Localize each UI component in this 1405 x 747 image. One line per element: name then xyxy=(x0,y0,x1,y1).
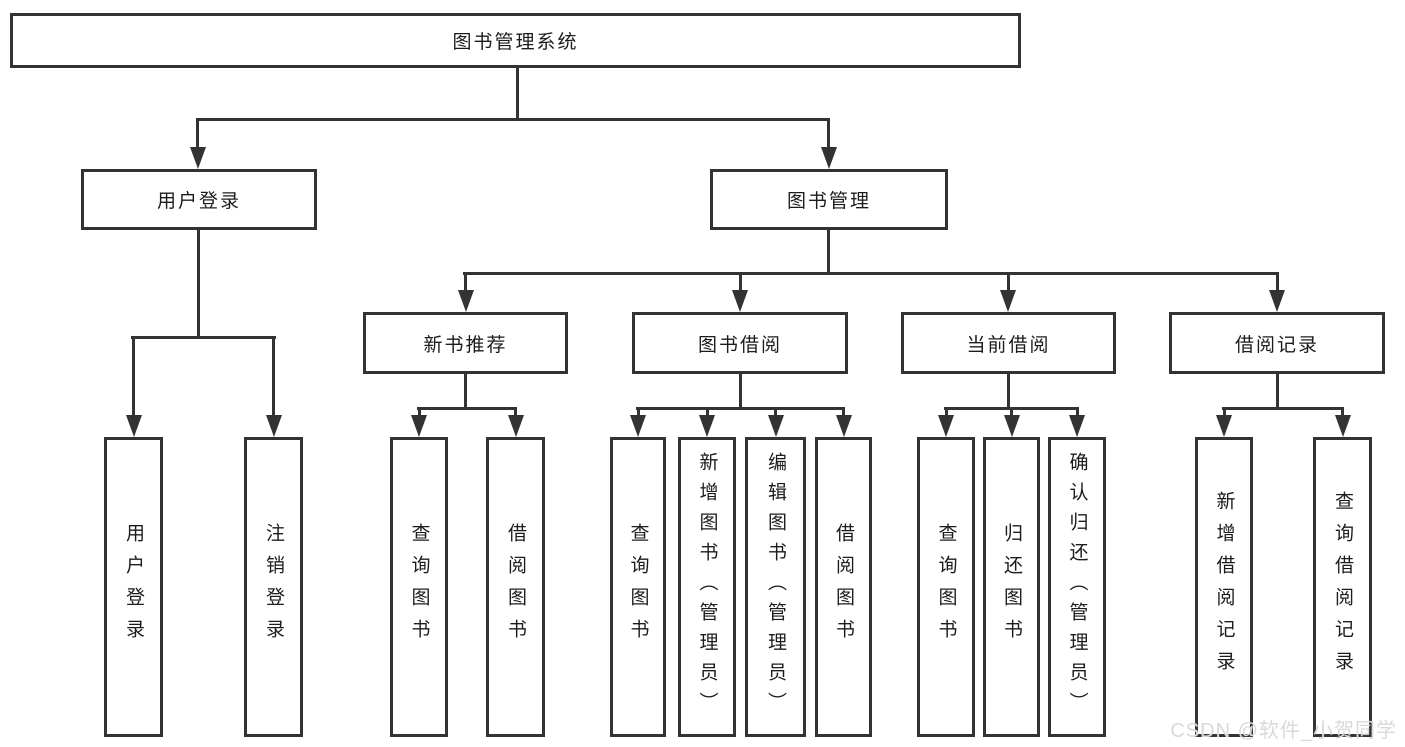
connector-br-stem xyxy=(1276,374,1279,407)
arrowhead-down xyxy=(938,415,954,437)
leaf-label: 编辑图书（管理员） xyxy=(765,452,786,722)
leaf-label: 借阅图书 xyxy=(833,523,854,651)
connector-book-mgmt-stem xyxy=(827,230,830,272)
connector-leaf-drop xyxy=(1223,407,1226,417)
leaf-label: 新增图书（管理员） xyxy=(696,452,718,722)
node-current-borrowing: 当前借阅 xyxy=(901,312,1116,374)
leaf-query-books-bb: 查询图书 xyxy=(610,437,666,737)
connector-drop xyxy=(1007,272,1010,292)
node-new-book-recommendation: 新书推荐 xyxy=(363,312,568,374)
arrowhead-down xyxy=(1269,290,1285,312)
arrowhead-down xyxy=(508,415,524,437)
leaf-borrow-books-bb: 借阅图书 xyxy=(815,437,872,737)
connector-leaf-drop xyxy=(1010,407,1013,417)
leaf-label: 注销登录 xyxy=(263,523,284,651)
connector-leaf-drop xyxy=(1076,407,1079,417)
leaf-user-login: 用户登录 xyxy=(104,437,163,737)
leaf-label: 查询图书 xyxy=(408,523,430,651)
leaf-edit-books-admin: 编辑图书（管理员） xyxy=(745,437,806,737)
leaf-query-books-cb: 查询图书 xyxy=(917,437,975,737)
connector-root-stem xyxy=(516,68,519,118)
leaf-borrow-books-nbr: 借阅图书 xyxy=(486,437,545,737)
leaf-label: 用户登录 xyxy=(123,523,144,651)
connector-leaf-drop xyxy=(637,407,640,417)
connector-leaf-drop xyxy=(945,407,948,417)
connector-leaf-drop xyxy=(774,407,777,417)
leaf-add-borrow-record: 新增借阅记录 xyxy=(1195,437,1253,737)
leaf-label: 归还图书 xyxy=(1001,523,1022,651)
node-label: 借阅记录 xyxy=(1234,334,1319,356)
connector-nbr-stem xyxy=(464,374,467,407)
connector-br-hline xyxy=(1222,407,1343,410)
leaf-label: 确认归还（管理员） xyxy=(1066,452,1088,722)
connector-leaf-drop xyxy=(1341,407,1344,417)
connector-leaf-drop xyxy=(272,336,275,417)
arrowhead-down xyxy=(190,147,206,169)
arrowhead-down xyxy=(821,147,837,169)
connector-leaf-drop xyxy=(418,407,421,417)
arrowhead-down xyxy=(411,415,427,437)
arrowhead-down xyxy=(732,290,748,312)
connector-user-login-drop xyxy=(196,118,199,152)
leaf-query-books-nbr: 查询图书 xyxy=(390,437,448,737)
arrowhead-down xyxy=(1000,290,1016,312)
leaf-logout-login: 注销登录 xyxy=(244,437,303,737)
connector-book-mgmt-drop xyxy=(827,118,830,152)
node-label: 当前借阅 xyxy=(966,334,1051,356)
connector-cb-stem xyxy=(1007,374,1010,407)
connector-leaf-drop xyxy=(514,407,517,417)
connector-level1-hline xyxy=(196,118,830,121)
leaf-label: 查询图书 xyxy=(627,523,649,651)
arrowhead-down xyxy=(266,415,282,437)
leaf-query-borrow-record: 查询借阅记录 xyxy=(1313,437,1372,737)
leaf-return-books: 归还图书 xyxy=(983,437,1040,737)
connector-user-login-stem xyxy=(197,230,200,336)
connector-leaf-drop xyxy=(842,407,845,417)
arrowhead-down xyxy=(1335,415,1351,437)
leaf-label: 新增借阅记录 xyxy=(1213,491,1235,683)
connector-user-login-hline xyxy=(131,336,276,339)
arrowhead-down xyxy=(1216,415,1232,437)
node-user-login: 用户登录 xyxy=(81,169,317,230)
node-book-management: 图书管理 xyxy=(710,169,948,230)
node-label: 用户登录 xyxy=(156,191,241,212)
leaf-label: 查询借阅记录 xyxy=(1332,491,1353,683)
csdn-watermark: CSDN @软件_小贺同学 xyxy=(1170,720,1397,742)
arrowhead-down xyxy=(1004,415,1020,437)
node-book-borrowing: 图书借阅 xyxy=(632,312,848,374)
leaf-label: 借阅图书 xyxy=(505,523,526,651)
arrowhead-down xyxy=(458,290,474,312)
connector-nbr-hline xyxy=(417,407,517,410)
connector-leaf-drop xyxy=(706,407,709,417)
node-label: 图书借阅 xyxy=(697,334,782,356)
leaf-label: 查询图书 xyxy=(935,523,957,651)
connector-leaf-drop xyxy=(132,336,135,417)
connector-drop xyxy=(464,272,467,292)
leaf-add-books-admin: 新增图书（管理员） xyxy=(678,437,736,737)
node-label: 图书管理 xyxy=(786,191,871,212)
connector-bb-stem xyxy=(739,374,742,407)
connector-drop xyxy=(739,272,742,292)
arrowhead-down xyxy=(126,415,142,437)
arrowhead-down xyxy=(768,415,784,437)
connector-drop xyxy=(1276,272,1279,292)
leaf-confirm-return-admin: 确认归还（管理员） xyxy=(1048,437,1106,737)
connector-bb-hline xyxy=(636,407,845,410)
arrowhead-down xyxy=(630,415,646,437)
node-label: 图书管理系统 xyxy=(452,32,579,53)
node-label: 新书推荐 xyxy=(423,334,508,356)
arrowhead-down xyxy=(699,415,715,437)
arrowhead-down xyxy=(836,415,852,437)
connector-book-mgmt-hline xyxy=(463,272,1279,275)
arrowhead-down xyxy=(1069,415,1085,437)
node-book-management-system: 图书管理系统 xyxy=(10,13,1021,68)
node-borrowing-records: 借阅记录 xyxy=(1169,312,1385,374)
